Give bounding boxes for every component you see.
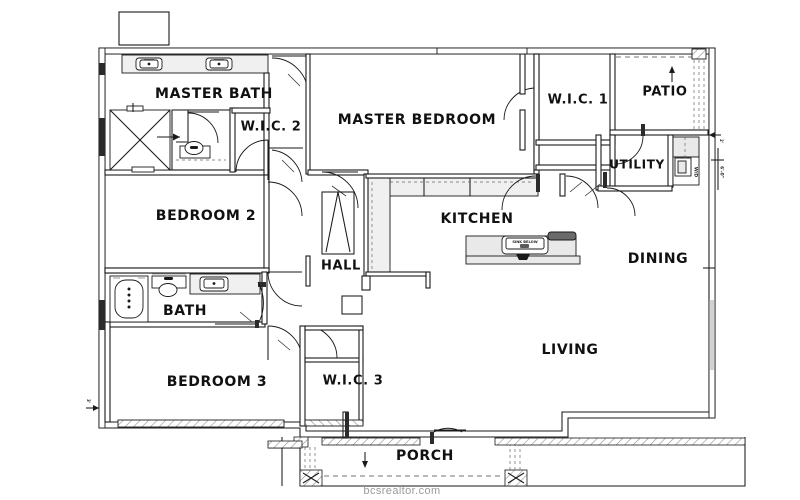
porch-arrow <box>362 452 368 468</box>
porch-side-door <box>342 411 349 439</box>
exterior-windows <box>99 47 715 370</box>
master-shower <box>109 103 171 173</box>
label-hall: HALL <box>321 259 361 274</box>
svg-text:W/D: W/D <box>693 167 699 178</box>
watermark: bcsrealtor.com <box>363 485 440 497</box>
door-bath <box>215 281 264 328</box>
label-bedroom-2: BEDROOM 2 <box>156 208 256 224</box>
room-bath <box>104 267 270 328</box>
master-bath-sink-1 <box>135 57 163 71</box>
room-labels: MASTER BATH W.I.C. 2 BEDROOM 2 MASTER BE… <box>155 85 688 465</box>
hall-attic-access <box>321 191 355 255</box>
room-master-bath <box>104 54 309 176</box>
door-master-bedroom <box>321 171 359 209</box>
label-wic-3: W.I.C. 3 <box>323 374 384 389</box>
door-patio-utility <box>614 124 645 165</box>
label-master-bedroom: MASTER BEDROOM <box>338 112 496 128</box>
room-kitchen: SINK BELOW <box>361 173 581 291</box>
room-porch <box>267 411 746 487</box>
label-patio: PATIO <box>642 85 687 100</box>
toilet-hall <box>151 273 187 297</box>
patio-arrow <box>669 66 675 82</box>
bathtub <box>109 275 149 323</box>
dining-window <box>703 240 715 300</box>
svg-text:3': 3' <box>86 399 91 403</box>
label-kitchen: KITCHEN <box>440 211 513 227</box>
bedroom-3-window <box>117 419 285 428</box>
door-bedroom-2 <box>267 147 303 217</box>
bath-vanity <box>189 273 266 295</box>
label-bedroom-3: BEDROOM 3 <box>167 374 267 390</box>
master-bath-sink-2 <box>205 57 233 71</box>
door-kitchen-corridor <box>501 173 599 211</box>
label-bath: BATH <box>163 303 207 319</box>
exterior-wall-thickness <box>98 47 716 429</box>
front-door <box>430 427 466 444</box>
porch-rails <box>304 443 521 470</box>
room-living-dining <box>425 240 715 300</box>
label-utility: UTILITY <box>609 158 665 172</box>
utility-appliances: W/D <box>672 136 700 186</box>
patio-dimension: 2' <box>709 132 724 143</box>
room-patio <box>609 48 709 165</box>
top-callout-box <box>118 11 170 46</box>
svg-text:SINK BELOW: SINK BELOW <box>512 240 537 244</box>
hall-linen <box>341 295 363 315</box>
label-master-bath: MASTER BATH <box>155 86 273 102</box>
door-hall-to-hall <box>267 271 303 307</box>
label-wic-2: W.I.C. 2 <box>241 120 302 135</box>
label-wic-1: W.I.C. 1 <box>548 93 609 108</box>
kitchen-counter-left <box>367 177 391 275</box>
room-utility: W/D <box>584 134 700 217</box>
wc-direction-arrow <box>157 133 180 141</box>
porch-columns <box>302 472 525 484</box>
left-wall-dimension: 3' <box>86 399 99 411</box>
patio-screen-edge <box>691 48 707 134</box>
kitchen-counter-top <box>367 177 539 197</box>
room-bedroom-3 <box>104 321 306 428</box>
room-hall <box>305 191 363 315</box>
kitchen-island: SINK BELOW <box>465 231 581 265</box>
svg-text:6'-0": 6'-0" <box>719 166 725 178</box>
label-living: LIVING <box>542 342 599 358</box>
toilet-master <box>176 141 226 161</box>
room-wic-3 <box>304 325 364 427</box>
svg-text:2': 2' <box>719 139 724 143</box>
right-wall-dimension: 6'-0" <box>711 148 725 190</box>
label-porch: PORCH <box>396 448 454 464</box>
label-dining: DINING <box>628 251 689 267</box>
room-wic-1 <box>519 53 616 171</box>
